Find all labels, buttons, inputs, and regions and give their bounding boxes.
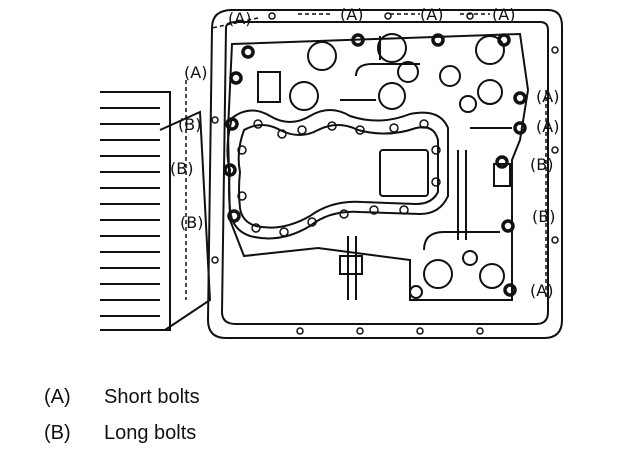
separator-plate: [226, 109, 449, 240]
legend-text-b: Long bolts: [104, 422, 197, 444]
callout-b-4: (B): [530, 155, 553, 174]
callout-b-2: (B): [170, 159, 193, 178]
callout-b-3: (B): [180, 213, 203, 232]
lower-valves: [339, 127, 512, 300]
oil-pan-flange: [206, 9, 563, 339]
legend-text-a: Short bolts: [104, 386, 200, 408]
legend-key-a: (A): [44, 386, 71, 408]
legend-key-b: (B): [44, 422, 71, 444]
leader-lines: [185, 13, 547, 300]
long-bolt-markers: [223, 117, 515, 233]
transmission-case: [100, 91, 212, 331]
callout-b-1: (B): [178, 115, 201, 134]
callout-a-7: (A): [536, 117, 559, 136]
callout-a-3: (A): [420, 5, 443, 24]
callout-a-6: (A): [536, 87, 559, 106]
strainer: [379, 149, 429, 197]
callout-b-5: (B): [532, 207, 555, 226]
callout-a-4: (A): [492, 5, 515, 24]
legend-row-short: (A) Short bolts: [44, 386, 200, 409]
callout-a-5: (A): [184, 63, 207, 82]
plate-holes: [237, 119, 441, 237]
callout-labels: (A) (A) (A) (A) (A) (A) (A) (A) (B) (B) …: [170, 5, 559, 300]
legend-row-long: (B) Long bolts: [44, 422, 196, 445]
callout-a-1: (A): [228, 9, 251, 28]
upper-valves: [257, 33, 505, 113]
valve-body: [226, 32, 530, 301]
flange-holes: [211, 12, 559, 335]
callout-a-2: (A): [340, 5, 363, 24]
callout-a-8: (A): [530, 281, 553, 300]
short-bolt-markers: [229, 33, 527, 297]
